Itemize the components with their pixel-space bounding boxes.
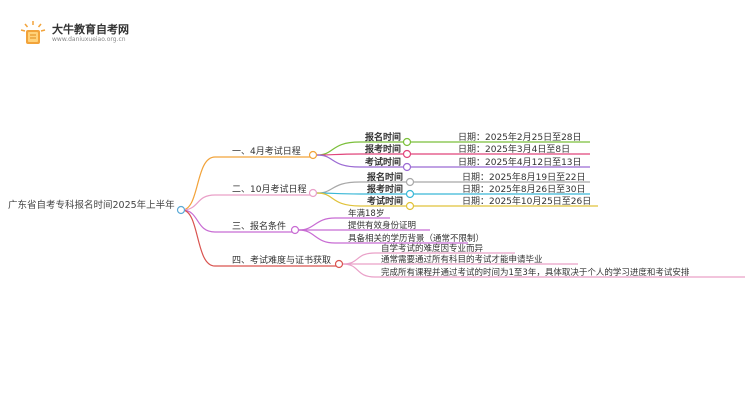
b2-l1-key: 报名时间 bbox=[367, 171, 403, 183]
branch-2-dot bbox=[308, 188, 318, 198]
b1-l1-dot bbox=[402, 137, 412, 147]
connector-b1-l3 bbox=[316, 154, 403, 168]
b1-l2-dot bbox=[402, 149, 412, 159]
site-name: 大牛教育自考网 bbox=[52, 23, 129, 36]
b4-l3-text: 完成所有课程并通过考试的时间为1至3年，具体取决于个人的学习进度和考试安排 bbox=[381, 267, 690, 278]
b1-l1-value: 日期：2025年2月25日至28日 bbox=[458, 131, 582, 143]
site-logo bbox=[18, 18, 138, 48]
b2-l3-dot bbox=[405, 201, 415, 211]
branch-4-label: 四、考试难度与证书获取 bbox=[232, 254, 331, 266]
b2-l2-key: 报考时间 bbox=[367, 183, 403, 195]
b4-l2-text: 通常需要通过所有科目的考试才能申请毕业 bbox=[381, 254, 543, 265]
branch-3-dot bbox=[290, 225, 300, 235]
b3-l3-text: 具备相关的学历背景（通常不限制） bbox=[348, 233, 484, 244]
connector-b4-l3 bbox=[342, 263, 745, 278]
root-node-dot bbox=[176, 205, 186, 215]
b3-l1-text: 年满18岁 bbox=[348, 208, 384, 219]
branch-2-label: 二、10月考试日程 bbox=[232, 183, 306, 195]
b2-l2-dot bbox=[405, 189, 415, 199]
connector-b2-l3 bbox=[316, 192, 406, 207]
b3-l2-text: 提供有效身份证明 bbox=[348, 220, 416, 231]
b1-l3-value: 日期：2025年4月12日至13日 bbox=[458, 156, 582, 168]
book-icon bbox=[20, 21, 46, 44]
b2-l2-value: 日期：2025年8月26日至30日 bbox=[462, 183, 586, 195]
b4-l1-text: 自学考试的难度因专业而异 bbox=[381, 243, 484, 254]
connector-branch-4 bbox=[181, 209, 339, 267]
b2-l1-value: 日期：2025年8月19日至22日 bbox=[462, 171, 586, 183]
b1-l3-key: 考试时间 bbox=[365, 156, 401, 168]
connector-branch-1 bbox=[181, 156, 313, 211]
connector-branch-2 bbox=[181, 194, 313, 211]
branch-1-dot bbox=[308, 150, 318, 160]
b1-l3-dot bbox=[402, 162, 412, 172]
branch-1-label: 一、4月考试日程 bbox=[232, 145, 301, 157]
b2-l1-dot bbox=[405, 177, 415, 187]
b2-l3-value: 日期：2025年10月25日至26日 bbox=[462, 195, 591, 207]
b1-l2-value: 日期：2025年3月4日至8日 bbox=[458, 143, 570, 155]
b1-l2-key: 报考时间 bbox=[365, 143, 401, 155]
root-topic: 广东省自考专科报名时间2025年上半年 bbox=[8, 199, 175, 211]
connector-b3-l3 bbox=[298, 229, 468, 244]
site-url: www.daniuxueiao.org.cn bbox=[52, 36, 126, 43]
b2-l3-key: 考试时间 bbox=[367, 195, 403, 207]
b1-l1-key: 报名时间 bbox=[365, 131, 401, 143]
branch-4-dot bbox=[334, 259, 344, 269]
branch-3-label: 三、报名条件 bbox=[232, 220, 286, 232]
connector-branch-3 bbox=[181, 209, 295, 233]
